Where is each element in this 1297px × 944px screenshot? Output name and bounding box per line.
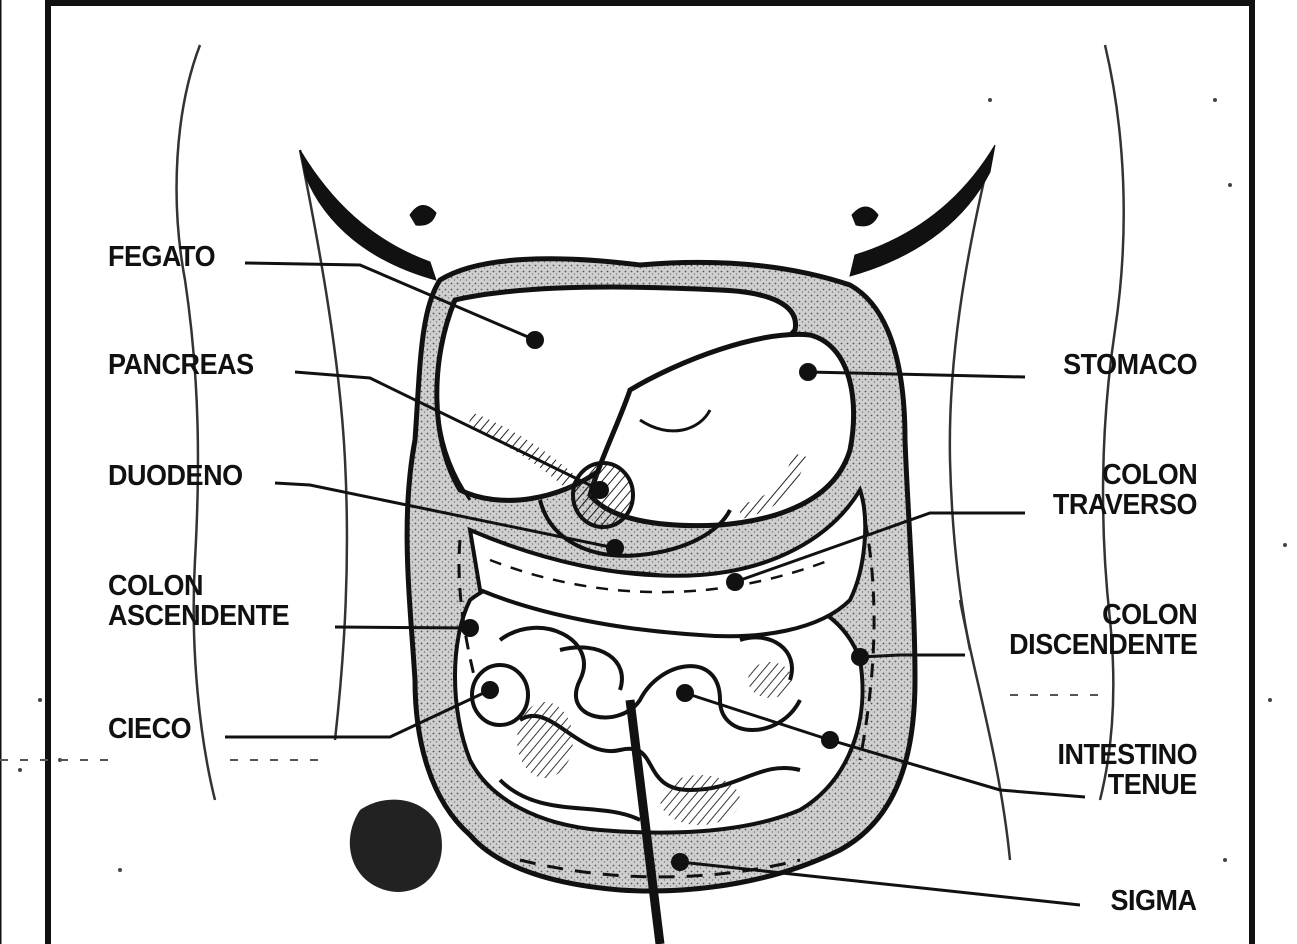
label-cieco: CIECO — [108, 716, 191, 743]
label-stomaco: STOMACO — [1063, 352, 1197, 379]
label-pancreas: PANCREAS — [108, 352, 254, 379]
label-colon-discendente-line1: COLON — [1102, 602, 1197, 629]
label-colon-traverso-line2: TRAVERSO — [1053, 492, 1197, 519]
label-colon-ascendente-line2: ASCENDENTE — [108, 603, 289, 630]
label-intestino-tenue-line1: INTESTINO — [1057, 742, 1197, 769]
label-intestino-tenue-line2: TENUE — [1108, 772, 1197, 799]
label-colon-traverso-line1: COLON — [1102, 462, 1197, 489]
label-sigma: SIGMA — [1111, 888, 1197, 915]
ink-blot — [350, 800, 442, 892]
label-fegato: FEGATO — [108, 244, 215, 271]
label-duodeno: DUODENO — [108, 463, 243, 490]
rib-arches — [300, 145, 995, 280]
label-colon-ascendente-line1: COLON — [108, 573, 203, 600]
label-colon-discendente-line2: DISCENDENTE — [1009, 632, 1197, 659]
